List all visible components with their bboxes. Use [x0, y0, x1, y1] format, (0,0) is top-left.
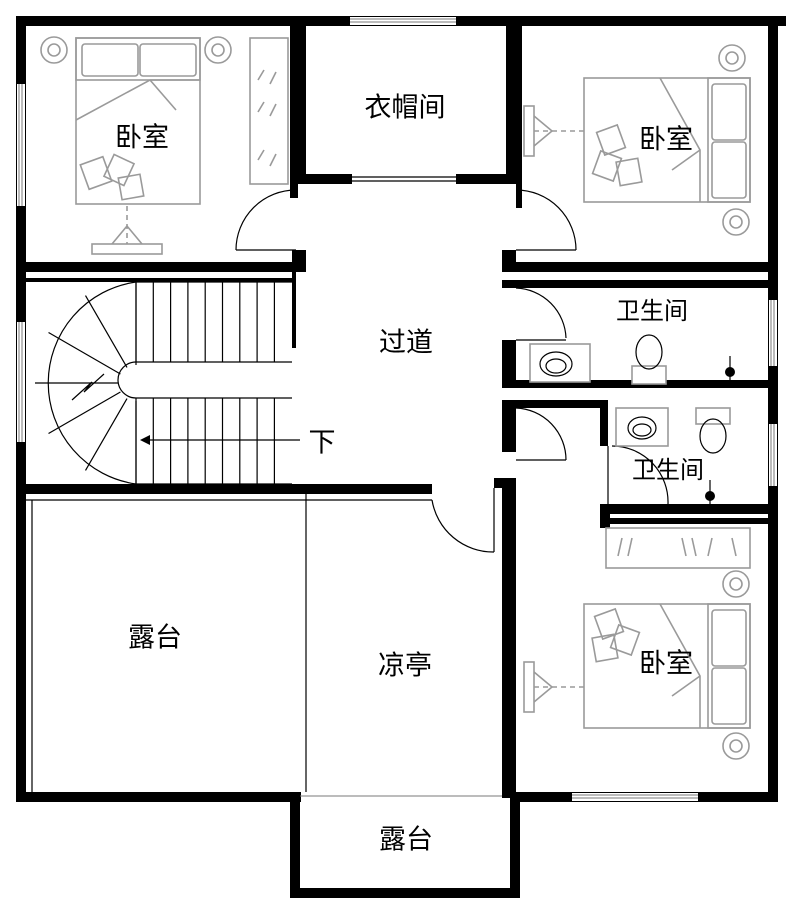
doors [235, 189, 669, 553]
label-bedroom-se: 卧室 [639, 648, 693, 680]
label-bathroom-1: 卫生间 [616, 297, 688, 325]
bathroom-2-fixtures [615, 407, 731, 506]
label-corridor: 过道 [379, 327, 433, 359]
interior-walls [16, 26, 778, 798]
label-bedroom-ne: 卧室 [639, 124, 693, 156]
bathroom-1-fixtures [529, 334, 735, 385]
staircase [35, 281, 300, 485]
windows [17, 17, 777, 801]
bed-nw [40, 36, 289, 255]
label-cloakroom: 衣帽间 [364, 92, 446, 124]
label-pavilion: 凉亭 [378, 650, 432, 682]
label-bathroom-2: 卫生间 [632, 456, 704, 484]
label-terrace-south: 露台 [379, 824, 433, 856]
bed-ne [523, 44, 751, 236]
label-stair-down: 下 [308, 427, 336, 459]
label-bedroom-nw: 卧室 [115, 122, 169, 154]
bed-se [523, 527, 751, 760]
label-terrace-west: 露台 [128, 622, 182, 654]
